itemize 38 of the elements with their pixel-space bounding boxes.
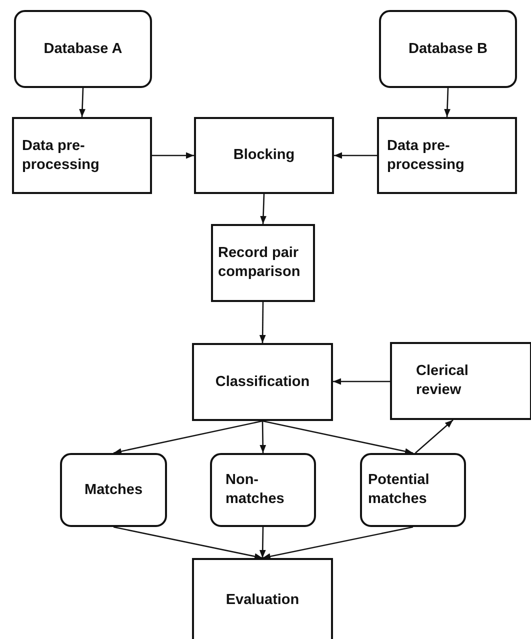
- arrow: [259, 302, 266, 343]
- node-label: Record pair comparison: [218, 244, 302, 282]
- node-label: Matches: [84, 480, 143, 500]
- node-label: Data pre-processing: [22, 136, 100, 174]
- arrow: [414, 420, 454, 454]
- arrow: [333, 378, 390, 385]
- process-box: [194, 117, 334, 194]
- process-box: [377, 117, 517, 194]
- arrow: [113, 526, 263, 560]
- arrow: [262, 526, 414, 560]
- arrow: [260, 420, 266, 454]
- rounded-box: [60, 453, 167, 527]
- arrow: [152, 152, 194, 159]
- arrow: [260, 194, 266, 224]
- node-label: Blocking: [233, 146, 295, 165]
- arrow: [79, 88, 86, 118]
- node-label: Database A: [44, 40, 122, 58]
- rounded-box: [14, 10, 152, 88]
- rounded-box: [360, 453, 466, 527]
- process-box: [192, 558, 333, 639]
- node-label: Database B: [408, 40, 488, 58]
- arrow: [444, 88, 450, 118]
- rounded-box: [210, 453, 316, 527]
- node-label: Classification: [215, 372, 310, 392]
- arrow: [262, 420, 414, 454]
- node-label: Clerical review: [416, 362, 470, 400]
- rounded-box: [379, 10, 517, 88]
- process-box: [12, 117, 152, 194]
- node-label: Potential matches: [368, 471, 430, 509]
- process-box: [211, 224, 315, 302]
- node-label: Non-matches: [226, 471, 286, 509]
- arrow: [334, 152, 377, 159]
- arrow: [113, 420, 263, 454]
- node-label: Evaluation: [226, 590, 300, 610]
- node-label: Data pre-processing: [387, 136, 466, 174]
- arrow: [259, 526, 266, 558]
- process-box: [192, 343, 333, 421]
- process-box: [390, 342, 531, 420]
